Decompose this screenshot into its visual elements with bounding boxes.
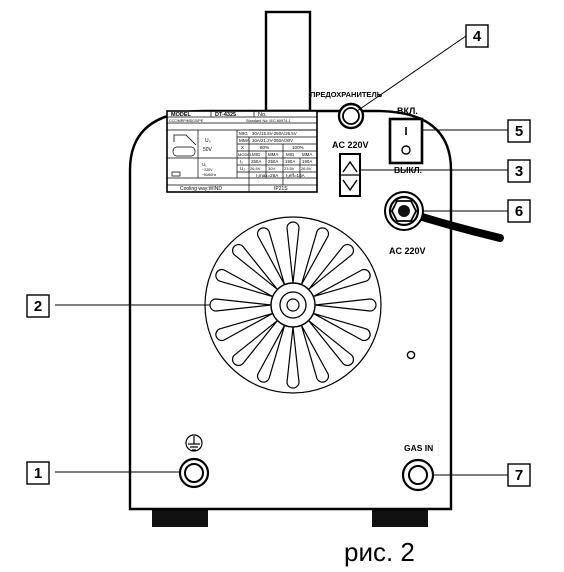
- grille-slot: [300, 227, 330, 285]
- plate-model-value: DT-4325: [215, 112, 236, 118]
- grille-slot: [300, 325, 330, 383]
- grille-slot: [232, 320, 278, 366]
- foot-right: [372, 509, 428, 527]
- plate-i2-3: 190A: [285, 159, 295, 164]
- voltage-selector[interactable]: [339, 153, 361, 197]
- plate-mode-mig: MIG: [252, 152, 261, 157]
- callout-2-number: 2: [34, 298, 42, 315]
- grille-slot: [256, 325, 286, 383]
- callout-3-number: 3: [515, 163, 523, 180]
- gas-in-label: GAS IN: [404, 443, 433, 453]
- gas-inlet: [401, 458, 435, 492]
- callout-7: 7: [507, 463, 531, 487]
- plate-x-60: 60%: [260, 145, 269, 150]
- plate-u2: U₂: [240, 166, 245, 171]
- plate-i2-1: 250A: [251, 159, 261, 164]
- grille-slot: [308, 320, 354, 366]
- fuse-label: ПРЕДОХРАНИТЕЛЬ: [310, 90, 383, 99]
- plate-u1-value: ~220V: [202, 168, 213, 172]
- ground-terminal: [178, 457, 210, 489]
- grille-slot: [313, 312, 371, 342]
- plate-i2-2: 250A: [268, 159, 278, 164]
- switch-on-label: ВКЛ.: [397, 106, 418, 116]
- foot-left: [152, 509, 208, 527]
- plate-u2-3: 23.5V: [284, 166, 295, 171]
- plate-mode-mma: MMA: [268, 152, 278, 157]
- plate-u2-1: 26.5V: [250, 166, 261, 171]
- grille-slot: [215, 312, 273, 342]
- grille-slot: [232, 244, 278, 290]
- power-switch[interactable]: [388, 117, 424, 165]
- plate-plug-icon: [171, 171, 181, 177]
- plate-mma-range: 30A/21.2V-250A/30V: [252, 138, 293, 143]
- ac-top-label: AC 220V: [332, 140, 369, 150]
- plate-u0-value: 50V: [203, 147, 213, 153]
- plate-u2-4: 26.5V: [301, 166, 312, 171]
- fuse-holder: [337, 102, 365, 130]
- plate-u0-icon: [172, 146, 196, 157]
- handle: [264, 10, 312, 113]
- plate-curve-icon: [173, 134, 197, 146]
- callout-1: 1: [26, 461, 50, 485]
- leader-4: [356, 35, 467, 112]
- ac-cable-label: AC 220V: [389, 246, 426, 256]
- plate-mode-mma-2: MMA: [302, 152, 312, 157]
- plate-cert: CCC/MRP/MSGS/PE: [169, 119, 204, 123]
- plate-mig-range: 30A/15.5V-250A/26.5V: [252, 131, 297, 136]
- plate-cooling: Cooling way:WIND: [180, 186, 222, 192]
- cable-inlet: [384, 191, 424, 231]
- grille-slot: [286, 221, 300, 284]
- plate-mma-label: MMA: [239, 138, 251, 143]
- plate-ieff: I₁eff=16A: [286, 173, 306, 178]
- grille-slot: [256, 227, 286, 285]
- callout-6-number: 6: [515, 203, 523, 220]
- arrow-down-icon: [342, 179, 358, 192]
- figure-caption: рис. 2: [344, 537, 415, 567]
- plate-mode: MODEL: [238, 152, 253, 157]
- mount-hole: [406, 350, 416, 360]
- switch-off-mark: [401, 145, 411, 155]
- callout-3: 3: [507, 159, 531, 183]
- plate-no-label: No.: [258, 112, 267, 118]
- plate-mig-label: MIG: [239, 131, 248, 136]
- grille-slot: [286, 326, 300, 389]
- plate-u0: U₀: [205, 138, 211, 144]
- plate-freq: ~50/60Hz: [202, 173, 217, 177]
- callout-4: 4: [465, 24, 489, 48]
- arrow-up-icon: [342, 160, 358, 173]
- grille-slot: [313, 268, 371, 298]
- plate-ip: IP21S: [274, 186, 288, 192]
- plate-model-label: MODEL: [171, 112, 192, 118]
- fan-grille: [204, 216, 382, 394]
- grille-slot: [314, 298, 377, 312]
- plate-i2: I₂: [240, 159, 243, 164]
- callout-6: 6: [507, 199, 531, 223]
- callout-5: 5: [507, 119, 531, 143]
- callout-2: 2: [26, 294, 50, 318]
- plate-x-label: X: [241, 145, 244, 150]
- plate-x-100: 100%: [292, 145, 304, 150]
- grille-slot: [308, 244, 354, 290]
- plate-imax: I₁max=26A: [256, 173, 279, 178]
- callout-4-number: 4: [473, 28, 482, 45]
- plate-i2-4: 190A: [302, 159, 312, 164]
- plate-u1: U₁: [202, 162, 207, 167]
- callout-7-number: 7: [515, 467, 523, 484]
- callout-5-number: 5: [515, 123, 523, 140]
- grille-slot: [215, 268, 273, 298]
- rating-plate: MODEL DT-4325 No. CCC/MRP/MSGS/PE Standa…: [166, 110, 318, 193]
- plate-mode-mig-2: MIG: [286, 152, 295, 157]
- callout-1-number: 1: [34, 465, 42, 482]
- plate-standard: Standard No: IEC 60974-1: [246, 119, 291, 123]
- plate-u2-2: 30V: [268, 166, 275, 171]
- ground-symbol-icon: [185, 434, 203, 452]
